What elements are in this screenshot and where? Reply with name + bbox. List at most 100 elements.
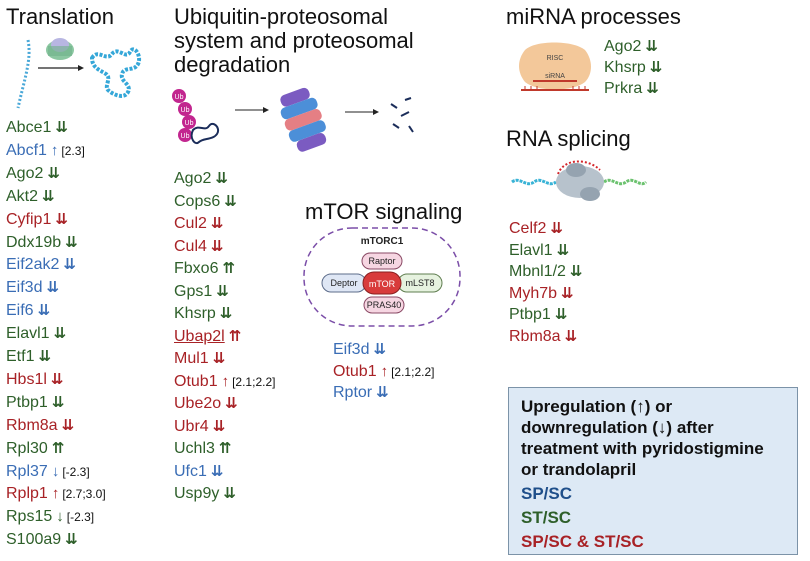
down-arrow-icon: ⇊ <box>42 187 54 205</box>
risc-illustration: RISC siRNA <box>519 42 591 91</box>
proteasome-illustration: Ub Ub Ub Ub <box>172 87 414 152</box>
down-arrow-icon: ⇊ <box>65 233 77 251</box>
gene-name: Prkra <box>604 80 643 97</box>
gene-name: Eif2ak2 <box>6 256 60 274</box>
gene-row: Rptor⇊ <box>333 383 389 403</box>
gene-row: Ptbp1⇊ <box>509 305 567 325</box>
gene-name: Ubr4 <box>174 417 209 435</box>
up-arrow-icon: ↑ <box>380 362 388 380</box>
gene-name: Ufc1 <box>174 462 207 480</box>
gene-row: Cops6⇊ <box>174 192 237 212</box>
down-arrow-icon: ⇊ <box>46 279 58 297</box>
down-arrow-icon: ⇊ <box>51 393 64 411</box>
peptide-fragments-icon <box>390 97 414 133</box>
gene-name: Eif3d <box>333 341 370 358</box>
ubiquitin-title-line-1: Ubiquitin-proteosomal <box>174 4 388 29</box>
ubiquitin-chain-icon: Ub Ub Ub Ub <box>172 89 219 144</box>
gene-row: Prkra⇊ <box>604 79 659 99</box>
down-arrow-icon: ⇊ <box>373 341 385 358</box>
up-arrow-icon: ⇈ <box>51 439 64 457</box>
mtorc1-label: mTORC1 <box>361 236 404 247</box>
translation-title: Translation <box>6 4 115 29</box>
gene-row: Ago2⇊ <box>604 37 658 57</box>
gene-row: Eif2ak2⇊ <box>6 255 76 275</box>
gene-row: Mbnl1/2⇊ <box>509 262 582 282</box>
gene-row: Ptbp1⇊ <box>6 393 64 413</box>
gene-row: Celf2⇊ <box>509 219 563 239</box>
down-arrow-icon: ⇊ <box>38 348 50 365</box>
gene-row: Elavl1⇊ <box>509 241 569 261</box>
gene-name: Akt2 <box>6 187 39 205</box>
gene-name: Celf2 <box>509 220 547 237</box>
gene-row: Khsrp⇊ <box>174 304 232 324</box>
gene-row: Uchl3⇈ <box>174 439 231 459</box>
gene-name: Rptor <box>333 384 373 401</box>
down-arrow-icon: ⇊ <box>564 327 577 345</box>
gene-row: Ago2⇊ <box>174 169 228 189</box>
gene-name: Fbxo6 <box>174 260 219 277</box>
gene-row: Cyfip1⇊ <box>6 210 68 230</box>
up-arrow-icon: ↑ <box>51 485 59 503</box>
down-arrow-icon: ⇊ <box>63 256 75 274</box>
gene-name: Mbnl1/2 <box>509 263 566 280</box>
fold-change: [2.1;2.2] <box>391 364 435 379</box>
gene-name: Khsrp <box>174 305 216 322</box>
gene-row: Usp9y⇊ <box>174 484 236 504</box>
down-arrow-icon: ⇊ <box>649 59 662 76</box>
gene-row: Fbxo6⇈ <box>174 259 235 279</box>
mlst8-label: mLST8 <box>405 278 434 288</box>
up-arrow-icon: ↑ <box>50 141 58 159</box>
gene-name: Ago2 <box>604 38 642 55</box>
gene-row: Rplp1↑[2.7;3.0] <box>6 484 106 504</box>
svg-text:Ub: Ub <box>181 107 190 114</box>
gene-name: Cops6 <box>174 192 221 210</box>
gene-name: Ube2o <box>174 395 222 412</box>
legend-title: Upregulation (↑) or downregulation (↓) a… <box>521 397 764 479</box>
gene-name: Rpl37 <box>6 462 48 480</box>
gene-row: Otub1↑[2.1;2.2] <box>174 372 275 392</box>
down-arrow-icon: ⇊ <box>55 210 67 228</box>
down-arrow-icon: ⇊ <box>556 241 569 259</box>
ribosome-icon <box>46 38 74 60</box>
down-arrow-icon: ⇊ <box>223 485 235 502</box>
spliceosome-illustration <box>511 160 648 201</box>
mirna-title: miRNA processes <box>506 4 681 29</box>
down-arrow-icon: ⇊ <box>216 282 228 300</box>
gene-name: Etf1 <box>6 348 35 365</box>
down-arrow-icon: ⇊ <box>61 416 74 434</box>
gene-row: Cul2⇊ <box>174 214 223 234</box>
gene-row: Mul1⇊ <box>174 349 225 369</box>
legend-item-st-sc: ST/SC <box>521 508 572 527</box>
gene-name: Usp9y <box>174 485 220 502</box>
fold-change: [2.1;2.2] <box>232 374 276 389</box>
down-arrow-icon: ⇊ <box>210 215 223 232</box>
down-arrow-icon: ⇊ <box>215 170 227 187</box>
gene-row: Ubap2l⇈ <box>174 327 241 347</box>
down-arrow-icon: ⇊ <box>210 462 223 480</box>
gene-name: Ago2 <box>6 164 44 182</box>
svg-text:Ub: Ub <box>185 120 194 127</box>
svg-text:Ub: Ub <box>181 133 190 140</box>
gene-row: Eif3d⇊ <box>6 278 59 298</box>
svg-text:Ub: Ub <box>175 94 184 101</box>
gene-name: Rplp1 <box>6 485 48 503</box>
down-arrow-icon: ↓ <box>51 462 59 480</box>
gene-name: Myh7b <box>509 284 558 302</box>
fold-change: [2.7;3.0] <box>62 487 106 502</box>
spliceosome-icon <box>556 160 604 201</box>
down-arrow-icon: ⇊ <box>50 370 63 388</box>
mtorc1-diagram: mTORC1 Raptor Deptor mLST8 PRAS40 mTOR <box>303 227 461 327</box>
gene-row: Myh7b⇊ <box>509 284 573 304</box>
ubiquitin-title-line-2: system and proteosomal <box>174 28 414 53</box>
fold-change: [-2.3] <box>66 510 95 525</box>
gene-name: Otub1 <box>174 372 218 390</box>
gene-row: Rps15↓[-2.3] <box>6 507 94 527</box>
down-arrow-icon: ⇊ <box>561 284 573 302</box>
down-arrow-icon: ⇊ <box>65 531 77 549</box>
gene-name: Ubap2l <box>174 327 225 345</box>
down-arrow-icon: ⇊ <box>225 395 237 412</box>
gene-row: Abcf1↑[2.3] <box>6 141 85 161</box>
down-arrow-icon: ⇊ <box>224 192 236 210</box>
legend-box: Upregulation (↑) or downregulation (↓) a… <box>508 387 798 555</box>
risc-label: RISC <box>547 55 564 62</box>
